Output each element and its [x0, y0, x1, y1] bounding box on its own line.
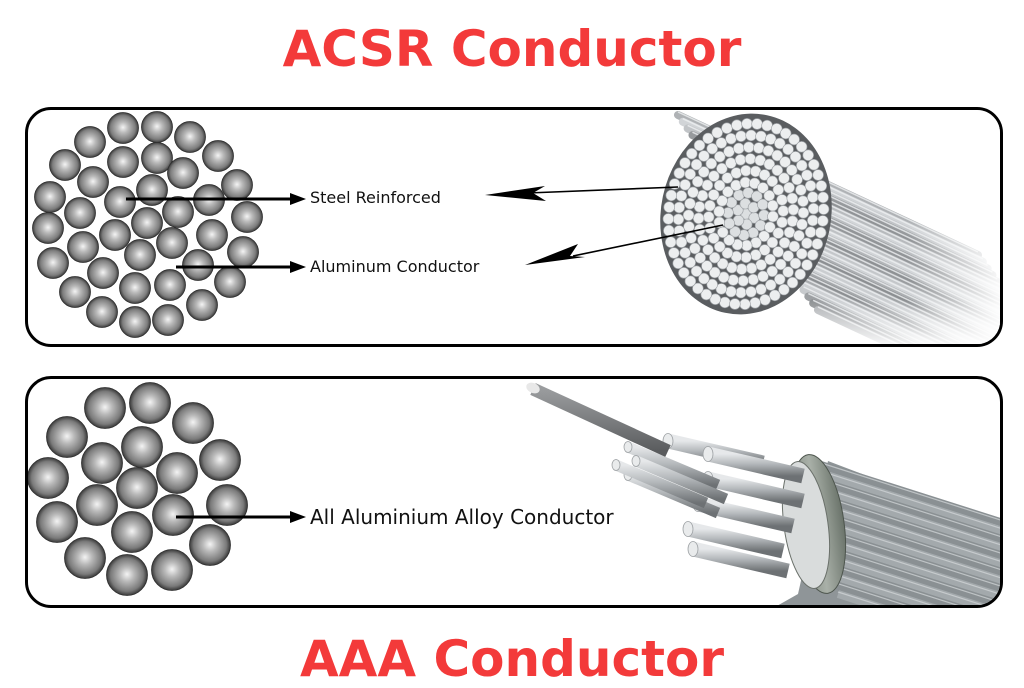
strand-circle — [36, 501, 78, 543]
aaa-cross-section-icon — [28, 382, 248, 596]
aaa-title: AAA Conductor — [299, 630, 725, 688]
strand-circle — [49, 149, 81, 181]
strand-circle — [186, 289, 218, 321]
strand-circle — [199, 439, 241, 481]
strand-circle — [37, 247, 69, 279]
strand-circle — [121, 426, 163, 468]
strand-circle — [227, 236, 259, 268]
strand-circle — [116, 467, 158, 509]
strand-circle — [87, 257, 119, 289]
strand-circle — [167, 157, 199, 189]
strand-circle — [64, 197, 96, 229]
strand-circle — [86, 296, 118, 328]
aluminum-pointer-arrow — [525, 224, 724, 265]
strand-circle — [67, 231, 99, 263]
strand-circle — [182, 249, 214, 281]
strand-circle — [206, 484, 248, 526]
strand-circle — [129, 382, 171, 424]
acsr-title: ACSR Conductor — [282, 20, 742, 78]
strand-circle — [107, 112, 139, 144]
strand-circle — [141, 111, 173, 143]
alloy-arrow — [176, 511, 306, 523]
strand-circle — [28, 457, 69, 499]
steel-arrow — [126, 193, 306, 205]
strand-circle — [156, 452, 198, 494]
strand-circle — [221, 169, 253, 201]
steel-reinforced-label: Steel Reinforced — [310, 188, 441, 207]
strand-circle — [174, 121, 206, 153]
strand-circle — [76, 484, 118, 526]
strand-circle — [152, 494, 194, 536]
strand-circle — [81, 442, 123, 484]
strand-circle — [104, 186, 136, 218]
strand-circle — [151, 549, 193, 591]
strand-circle — [214, 266, 246, 298]
strand-circle — [172, 402, 214, 444]
all-aluminium-alloy-label: All Aluminium Alloy Conductor — [310, 505, 614, 529]
strand-circle — [196, 219, 228, 251]
acsr-cable-photo — [660, 110, 1000, 344]
strand-circle — [231, 201, 263, 233]
aluminum-conductor-label: Aluminum Conductor — [310, 257, 480, 276]
strand-circle — [107, 146, 139, 178]
strand-circle — [32, 212, 64, 244]
strand-circle — [136, 174, 168, 206]
strand-circle — [189, 524, 231, 566]
strand-circle — [141, 142, 173, 174]
strand-circle — [84, 387, 126, 429]
strand-circle — [119, 272, 151, 304]
acsr-cross-section-icon — [32, 111, 263, 338]
acsr-panel: Steel Reinforced Aluminum Conductor — [25, 107, 1003, 347]
strand-circle — [59, 276, 91, 308]
strand-circle — [77, 166, 109, 198]
aluminum-arrow — [176, 261, 306, 273]
strand-circle — [124, 239, 156, 271]
strand-circle — [46, 416, 88, 458]
steel-pointer-arrow — [485, 186, 679, 201]
strand-circle — [152, 304, 184, 336]
strand-circle — [154, 269, 186, 301]
aaa-panel: All Aluminium Alloy Conductor — [25, 376, 1003, 608]
strand-circle — [202, 140, 234, 172]
acsr-diagram — [32, 110, 1000, 344]
strand-circle — [99, 219, 131, 251]
aaa-diagram — [28, 382, 1000, 605]
strand-circle — [156, 227, 188, 259]
strand-circle — [74, 126, 106, 158]
strand-circle — [34, 181, 66, 213]
strand-circle — [119, 306, 151, 338]
strand-circle — [162, 196, 194, 228]
strand-circle — [131, 207, 163, 239]
strand-circle — [111, 511, 153, 553]
aaa-cable-photo — [526, 382, 1000, 605]
strand-circle — [64, 537, 106, 579]
strand-circle — [106, 554, 148, 596]
